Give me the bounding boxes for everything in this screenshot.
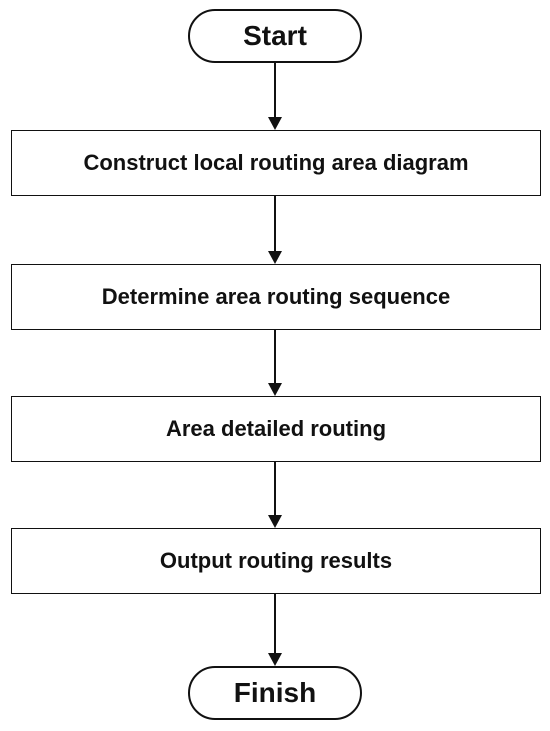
finish-terminal: Finish <box>188 666 362 720</box>
arrow-step-2-to-step-3 <box>268 330 282 396</box>
arrow-step-3-to-step-4 <box>268 462 282 528</box>
arrow-step-4-to-finish <box>268 594 282 666</box>
arrow-start-to-step-1 <box>268 63 282 130</box>
process-step-output-routing-results: Output routing results <box>11 528 541 594</box>
process-step-construct-local-routing-area-diagram: Construct local routing area diagram <box>11 130 541 196</box>
start-terminal: Start <box>188 9 362 63</box>
arrow-step-1-to-step-2 <box>268 196 282 264</box>
process-step-area-detailed-routing: Area detailed routing <box>11 396 541 462</box>
process-step-determine-area-routing-sequence: Determine area routing sequence <box>11 264 541 330</box>
